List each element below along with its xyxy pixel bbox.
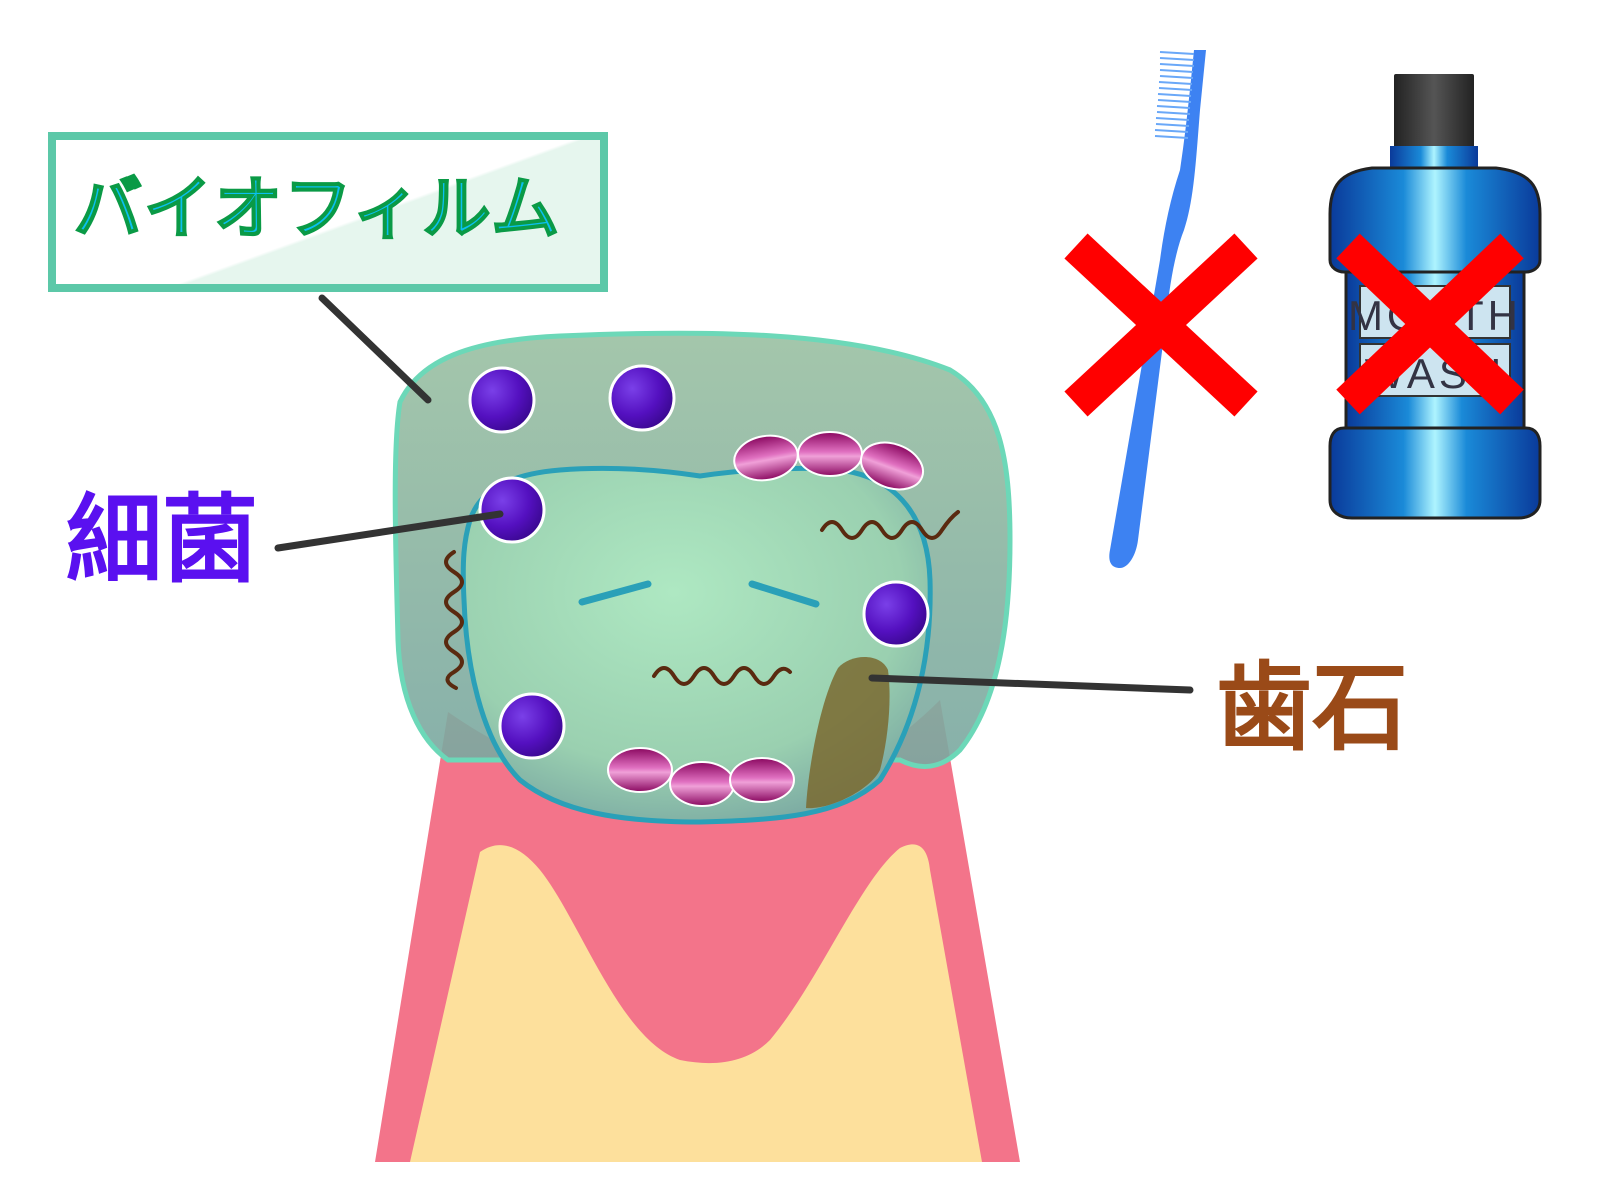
coccus: [608, 364, 676, 432]
calculus-deposit: [806, 657, 890, 809]
coccus: [468, 366, 536, 434]
streptococcus: [607, 747, 673, 793]
cross-mark-icon: [1336, 233, 1524, 415]
biofilm-label-box: バイオフィルム: [48, 132, 608, 292]
streptococcus: [860, 441, 924, 491]
bacteria-label: 細菌: [66, 484, 258, 596]
coccus: [478, 476, 546, 544]
coccus: [498, 692, 566, 760]
biofilm-label: バイオフィルム: [73, 170, 562, 249]
spirochete: [444, 550, 464, 690]
alveolar-bone: [410, 844, 982, 1162]
calculus-leader-line: [868, 674, 1194, 694]
chain-bacteria: [607, 431, 924, 807]
streptococcus: [669, 761, 735, 807]
spherical-bacteria: [468, 364, 930, 760]
spirochete: [652, 666, 792, 686]
bacteria-leader-line: [274, 510, 504, 552]
calculus-label: 歯石: [1216, 652, 1408, 764]
coccus: [862, 580, 930, 648]
cross-mark-icon: [1064, 233, 1258, 417]
streptococcus: [729, 757, 795, 803]
streptococcus: [797, 431, 863, 477]
leader-lines: [274, 294, 1194, 694]
tooth-crown: [460, 465, 933, 825]
spirochete: [820, 510, 960, 540]
spirochete-bacteria: [444, 510, 960, 690]
biofilm-leader-line: [318, 294, 432, 404]
